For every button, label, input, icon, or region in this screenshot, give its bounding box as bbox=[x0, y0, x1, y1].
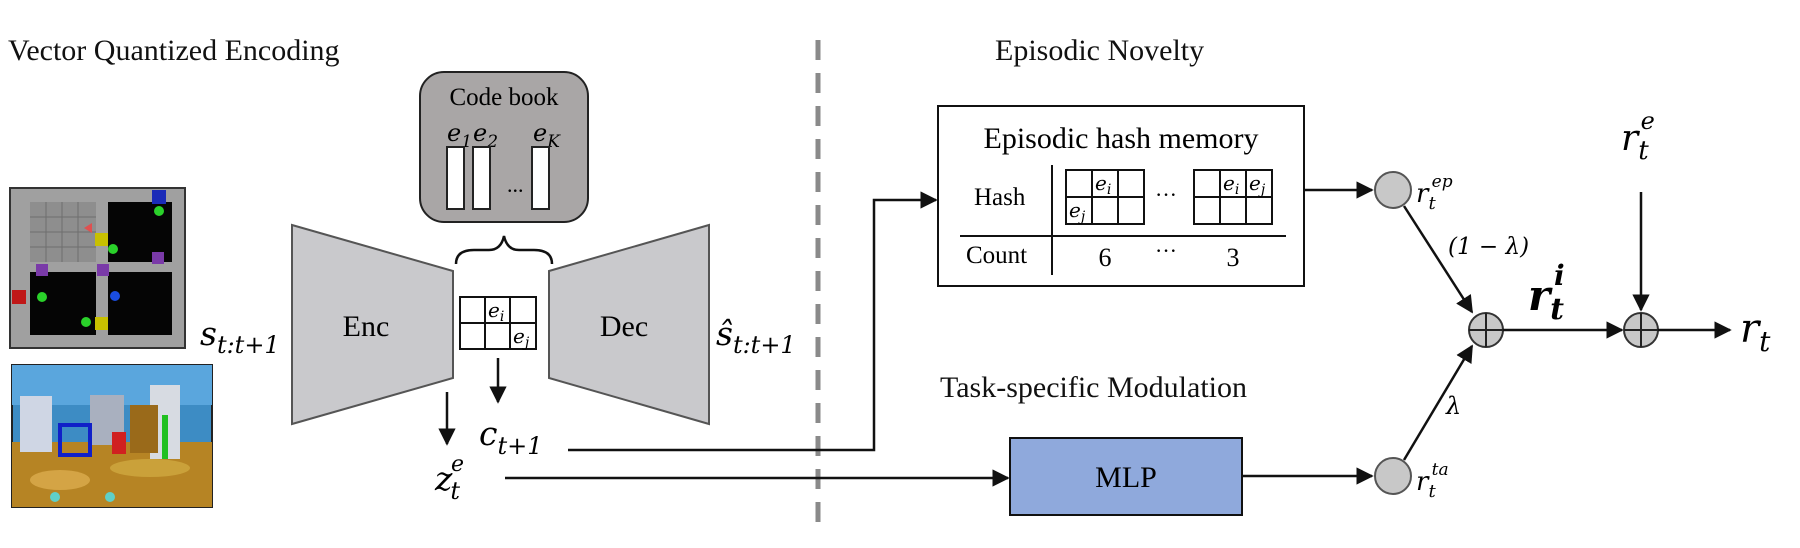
episodic-reward-node bbox=[1374, 171, 1412, 209]
c-next-label: ct+1 bbox=[479, 414, 543, 460]
hash-memory-title: Episodic hash memory bbox=[984, 122, 1259, 155]
hash-row-label: Hash bbox=[974, 184, 1026, 211]
svg-text:ej: ej bbox=[1069, 198, 1086, 225]
count-dots: ··· bbox=[1155, 238, 1177, 263]
codebook-brace bbox=[454, 235, 554, 265]
r-intrinsic-label: rti bbox=[1528, 259, 1565, 327]
hash-cell-1: ei ej bbox=[1065, 169, 1145, 225]
episodic-hash-memory: Episodic hash memory Hash Count ei ej ··… bbox=[937, 105, 1305, 287]
gridworld-thumbnail bbox=[9, 187, 186, 349]
arrow-rta-to-sum bbox=[1402, 344, 1474, 461]
count-value-2: 3 bbox=[1227, 243, 1240, 272]
encoder-label: Enc bbox=[343, 310, 390, 343]
codebook-vector-ek bbox=[531, 146, 550, 210]
section-title-episodic-novelty: Episodic Novelty bbox=[995, 34, 1204, 67]
count-value-1: 6 bbox=[1099, 243, 1112, 272]
intrinsic-sum-node bbox=[1468, 312, 1504, 348]
svg-text:ej: ej bbox=[1249, 171, 1266, 198]
codebook-title: Code book bbox=[449, 84, 559, 111]
r-ep-label: rtep bbox=[1416, 172, 1453, 214]
one-minus-lambda-label: (1 − λ) bbox=[1448, 234, 1529, 260]
state-input-label: st:t+1 bbox=[200, 314, 280, 359]
mlp-block bbox=[1009, 437, 1243, 516]
codebook-vector-e1 bbox=[446, 146, 465, 210]
latent-code-grid: ei ej bbox=[459, 296, 537, 351]
arrow-c-to-hash-memory bbox=[568, 191, 938, 452]
svg-text:ei: ei bbox=[1223, 171, 1239, 198]
r-extrinsic-label: rte bbox=[1621, 107, 1655, 166]
r-ta-label: rtta bbox=[1416, 460, 1449, 502]
svg-text:ei: ei bbox=[1095, 171, 1111, 198]
latent-ei-label: ei bbox=[488, 298, 504, 325]
lambda-label: λ bbox=[1445, 392, 1461, 420]
arrow-rep-to-sum bbox=[1402, 205, 1474, 314]
codebook: Code book e1 e2 eK ... bbox=[419, 71, 589, 223]
section-title-vq-encoding: Vector Quantized Encoding bbox=[8, 34, 340, 67]
decoder-label: Dec bbox=[600, 310, 648, 343]
section-title-task-modulation: Task-specific Modulation bbox=[940, 371, 1247, 404]
codebook-e2-label: e2 bbox=[473, 119, 498, 152]
codebook-ellipsis: ... bbox=[507, 172, 524, 197]
hash-dots: ··· bbox=[1155, 182, 1177, 207]
r-total-label: rt bbox=[1740, 306, 1771, 358]
mlp-label: MLP bbox=[1095, 461, 1157, 494]
reconstruction-label: ŝt:t+1 bbox=[716, 314, 796, 359]
count-row-label: Count bbox=[966, 242, 1027, 269]
z-embedding-label: zte bbox=[434, 452, 464, 505]
3d-scene-thumbnail bbox=[11, 364, 213, 508]
task-reward-node bbox=[1374, 457, 1412, 495]
encoder-block bbox=[291, 223, 454, 426]
hash-cell-2: ei ej bbox=[1193, 169, 1273, 225]
codebook-e1-label: e1 bbox=[447, 119, 472, 152]
codebook-ek-label: eK bbox=[533, 119, 561, 152]
codebook-vector-e2 bbox=[472, 146, 491, 210]
decoder-block bbox=[548, 223, 710, 426]
total-sum-node bbox=[1623, 312, 1659, 348]
latent-ej-label: ej bbox=[513, 324, 530, 351]
